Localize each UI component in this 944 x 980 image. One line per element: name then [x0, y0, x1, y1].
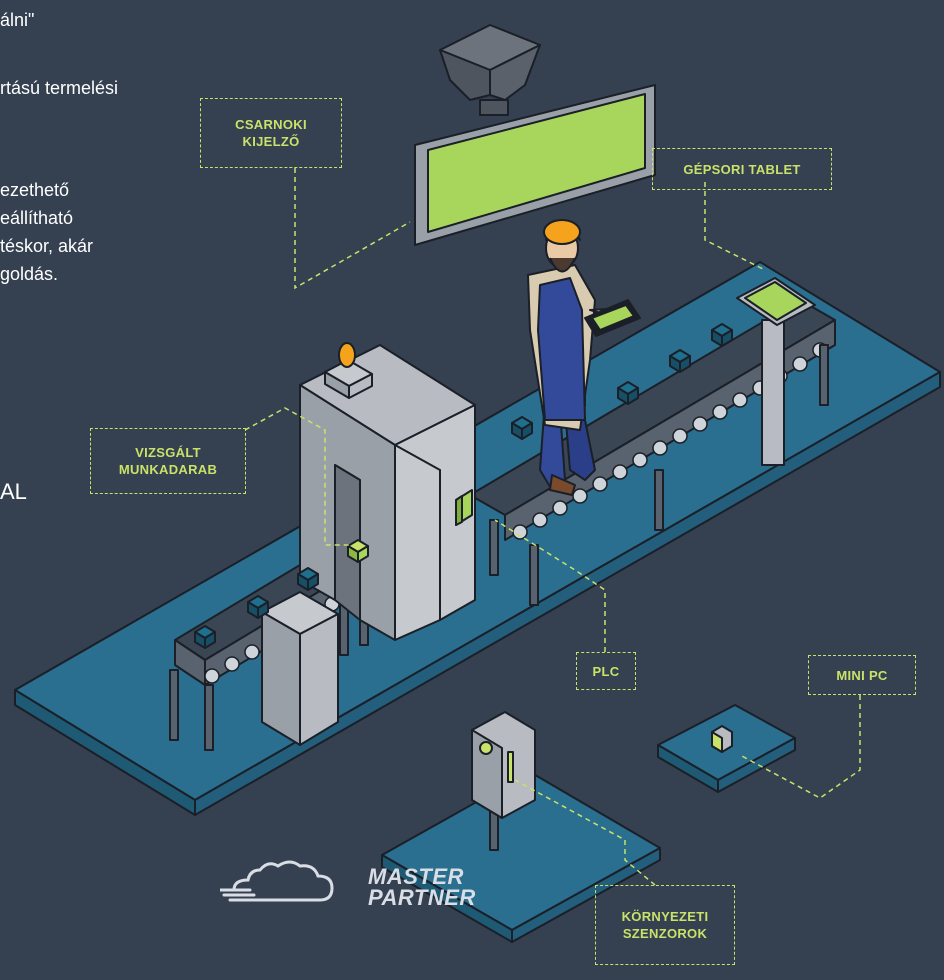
label-sensors-line2: SZENZOROK: [622, 926, 708, 941]
label-workpiece-line1: VIZSGÁLT: [135, 445, 201, 460]
text-line-3: ezethető: [0, 180, 70, 200]
label-workpiece-line2: MUNKADARAB: [118, 462, 218, 477]
label-plc: PLC: [576, 652, 636, 690]
label-sensors-line1: KÖRNYEZETI: [621, 909, 709, 924]
hall-display: [414, 24, 656, 246]
text-line-7: AL: [0, 479, 27, 504]
label-environment-sensors: KÖRNYEZETI SZENZOROK: [595, 885, 735, 965]
text-line-4: eállítható: [0, 208, 74, 228]
text-line-6: goldás.: [0, 264, 59, 284]
logo-line1: MASTER: [368, 864, 464, 889]
inspection-gate: [299, 342, 476, 641]
label-hall-display: CSARNOKI KIJELZŐ: [200, 98, 342, 168]
label-inspected-workpiece: VIZSGÁLT MUNKADARAB: [90, 428, 246, 494]
cloud-icon: [220, 860, 334, 902]
logo-line2: PARTNER: [368, 885, 476, 910]
label-mini-pc-text: MINI PC: [836, 667, 888, 683]
text-line-1: álni": [0, 10, 35, 30]
label-hall-display-line1: CSARNOKI: [235, 117, 307, 132]
text-line-2: rtású termelési: [0, 78, 119, 98]
machine-tablet: [736, 277, 816, 466]
label-machine-tablet-text: GÉPSORI TABLET: [683, 161, 801, 177]
label-plc-text: PLC: [592, 663, 620, 679]
label-mini-pc: MINI PC: [808, 655, 916, 695]
text-line-5: téskor, akár: [0, 236, 94, 256]
label-machine-tablet: GÉPSORI TABLET: [652, 148, 832, 190]
logo-wordmark: MASTER PARTNER: [368, 864, 476, 910]
label-hall-display-line2: KIJELZŐ: [242, 134, 300, 149]
worker: [527, 219, 641, 496]
